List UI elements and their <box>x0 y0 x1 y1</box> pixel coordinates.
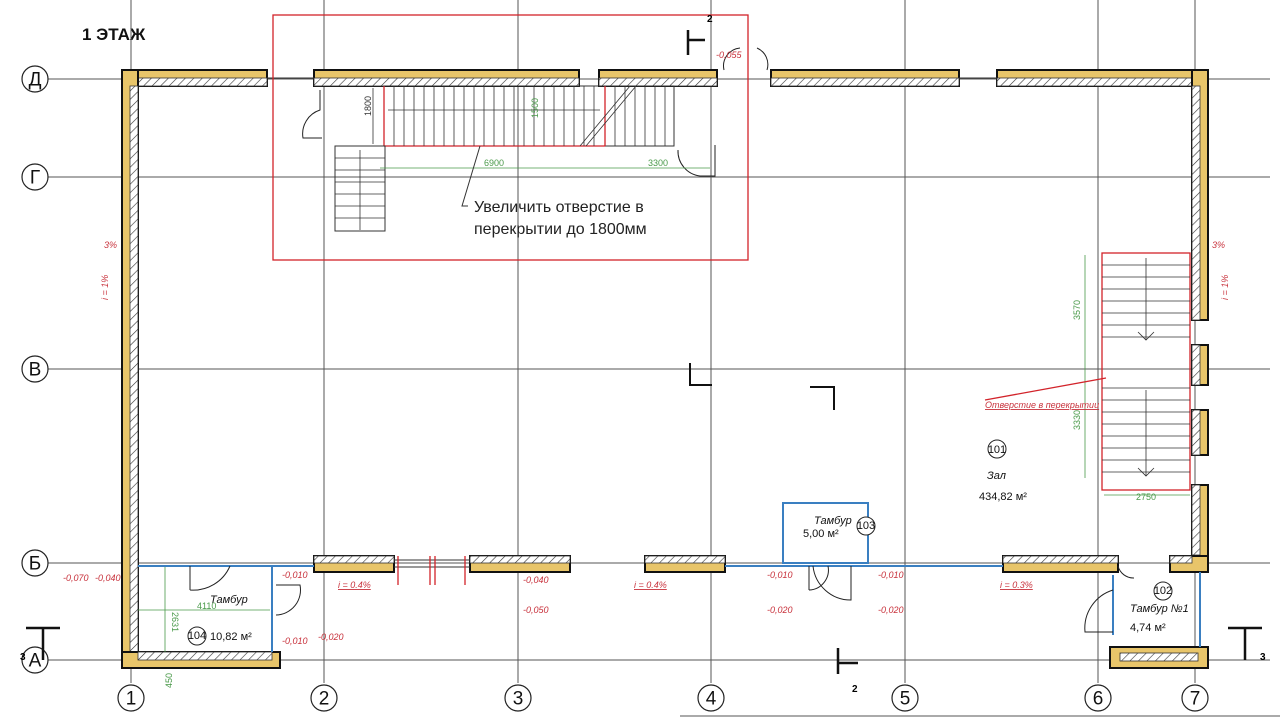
walls <box>121 69 1209 669</box>
axis-col-label: 3 <box>513 689 524 710</box>
dim-2750: 2750 <box>1136 492 1156 502</box>
section-label: 3 <box>20 652 26 663</box>
axis-row-label: Г <box>30 168 40 189</box>
elevation: -0,055 <box>716 50 743 60</box>
elevation: -0,020 <box>318 632 344 642</box>
room-name: Тамбур <box>210 594 248 606</box>
opening-label: Отверстие в перекрытии <box>985 400 1099 410</box>
elevation: -0,010 <box>282 570 308 580</box>
room-number: 101 <box>988 444 1006 456</box>
column-axis-labels: 1 2 3 4 5 6 7 <box>117 684 1209 712</box>
glazing <box>138 502 1201 652</box>
elevation: -0,050 <box>523 605 549 615</box>
elevation: -0,040 <box>523 575 549 585</box>
axis-col-label: 7 <box>1190 689 1201 710</box>
room-101: 101 Зал 434,82 м² <box>979 439 1027 503</box>
doors <box>189 47 1135 633</box>
axis-row-label: Б <box>29 554 41 575</box>
room-number: 102 <box>1154 585 1172 597</box>
leader-line <box>461 145 481 207</box>
room-name: Тамбур <box>814 515 852 527</box>
room-number: 104 <box>188 630 206 642</box>
dim-1500: 1500 <box>530 98 540 118</box>
dim-3570: 3570 <box>1072 300 1082 320</box>
room-area: 4,74 м² <box>1130 622 1166 634</box>
slope: i = 0.3% <box>1000 580 1033 590</box>
dim-2631: 2631 <box>170 612 180 632</box>
axis-row-label: А <box>29 651 42 672</box>
room-102: 102 Тамбур №1 4,74 м² <box>1130 581 1189 634</box>
section-markers: 2 2 3 3 <box>20 14 1266 695</box>
slope: i = 1% <box>100 275 110 300</box>
slope: i = 1% <box>1220 275 1230 300</box>
elevation: -0,020 <box>767 605 793 615</box>
elevation: -0,010 <box>282 636 308 646</box>
section-label: 2 <box>707 14 713 25</box>
dim-1800: 1800 <box>363 96 373 116</box>
room-area: 434,82 м² <box>979 491 1027 503</box>
room-area: 5,00 м² <box>803 528 839 540</box>
slope: i = 0.4% <box>634 580 667 590</box>
opening-note-line2: перекрытии до 1800мм <box>474 221 647 238</box>
elevation: -0,010 <box>878 570 904 580</box>
room-name: Зал <box>987 470 1006 482</box>
room-area: 10,82 м² <box>210 631 252 643</box>
room-number: 103 <box>857 520 875 532</box>
axis-col-label: 4 <box>706 689 717 710</box>
section-label: 2 <box>852 684 858 695</box>
opening-note-line1: Увеличить отверстие в <box>474 199 644 216</box>
right-stair <box>984 252 1191 496</box>
dim-6900: 6900 <box>484 158 504 168</box>
dim-3300: 3300 <box>648 158 668 168</box>
elevation: -0,020 <box>878 605 904 615</box>
room-name: Тамбур №1 <box>1130 603 1189 615</box>
slope: 3% <box>104 240 117 250</box>
section-label: 3 <box>1260 652 1266 663</box>
grid-lines <box>48 0 1280 717</box>
room-104: Тамбур 104 10,82 м² <box>138 567 270 652</box>
dim-450: 450 <box>164 673 174 688</box>
axis-row-label: Д <box>29 70 42 91</box>
axis-col-label: 2 <box>319 689 330 710</box>
axis-col-label: 5 <box>900 689 911 710</box>
floor-title: 1 ЭТАЖ <box>82 25 146 44</box>
row-axis-labels: Д Г В Б А <box>21 65 49 674</box>
dim-3330: 3330 <box>1072 410 1082 430</box>
elevation: -0,070 <box>63 573 89 583</box>
elevation: -0,040 <box>95 573 121 583</box>
dim-4110: 4110 <box>197 601 216 611</box>
markup-box-top <box>272 14 749 261</box>
elevation-marks: -0,055 -0,070 -0,040 -0,010 -0,010 -0,02… <box>63 50 904 646</box>
top-stair <box>334 85 710 232</box>
axis-col-label: 6 <box>1093 689 1104 710</box>
elevation: -0,010 <box>767 570 793 580</box>
axis-col-label: 1 <box>126 689 137 710</box>
slope-marks: 3% i = 1% 3% i = 1% i = 0.4% i = 0.4% i … <box>100 240 1230 590</box>
slope: 3% <box>1212 240 1225 250</box>
axis-row-label: В <box>29 360 42 381</box>
room-103: 103 Тамбур 5,00 м² <box>803 515 876 540</box>
slope: i = 0.4% <box>338 580 371 590</box>
